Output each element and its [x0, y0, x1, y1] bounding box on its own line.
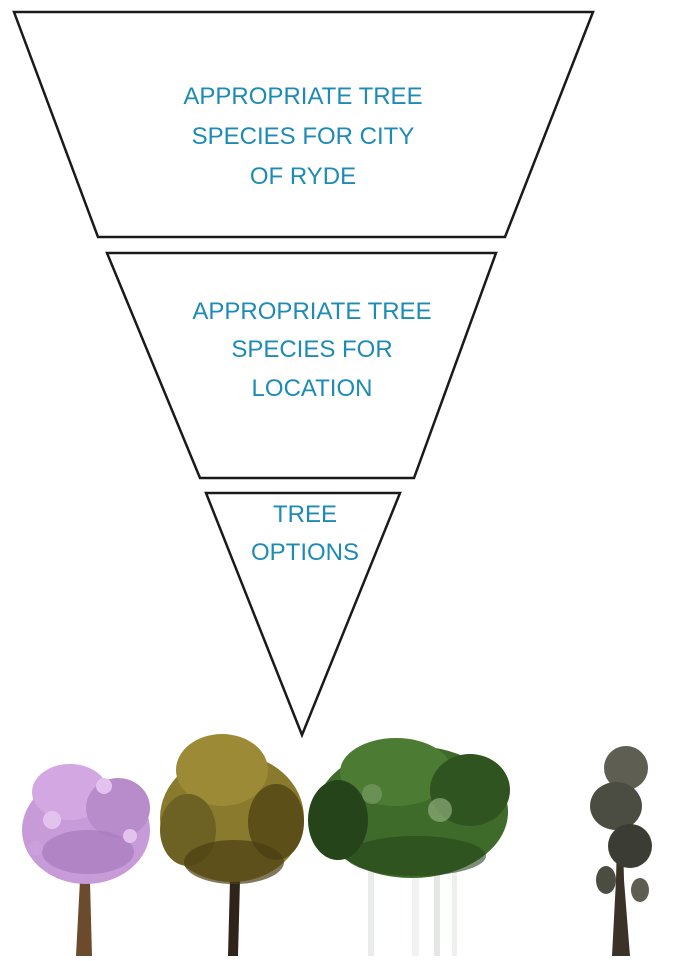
funnel-level-1-line-2: SPECIES FOR CITY [192, 123, 415, 150]
tall-tree-canopy-low [608, 824, 652, 868]
grove-canopy-left [308, 780, 368, 860]
funnel-level-2-shape [105, 251, 498, 480]
grove-trunk [434, 830, 440, 956]
grove-trunk [412, 820, 419, 956]
grove-highlight [428, 798, 452, 822]
funnel-level-2-line-2: SPECIES FOR [231, 336, 392, 363]
grove-trunk [368, 850, 374, 956]
funnel-level-3-line-1: TREE [273, 501, 337, 528]
grove-canopy-shade [346, 836, 486, 876]
jacaranda-blossom [29, 841, 43, 855]
brown-tree-canopy-top [176, 734, 268, 806]
jacaranda-tree [22, 764, 150, 956]
funnel-level-1-shape [12, 10, 595, 239]
brown-tree-canopy-right [248, 784, 304, 860]
tall-eucalyptus-tree [590, 746, 652, 956]
tall-tree-canopy-branch [631, 878, 649, 902]
grove-highlight [362, 784, 382, 804]
jacaranda-canopy-shade [42, 830, 134, 874]
jacaranda-canopy-right [86, 778, 150, 838]
jacaranda-blossom [96, 778, 112, 794]
tree-images [22, 734, 652, 956]
brown-tree-canopy-shade [184, 840, 284, 884]
tall-tree-canopy-branch [596, 866, 616, 894]
funnel-level-2-line-1: APPROPRIATE TREE [192, 298, 431, 325]
funnel-level-3-shape [204, 491, 402, 739]
grove-trunk [452, 840, 457, 956]
funnel-level-2: APPROPRIATE TREE SPECIES FOR LOCATION [105, 251, 498, 480]
tall-tree-trunk [612, 800, 630, 956]
tall-tree-canopy-top [604, 746, 648, 790]
eucalyptus-grove [308, 738, 510, 956]
tall-tree-canopy-mid [590, 782, 642, 830]
jacaranda-blossom [123, 829, 137, 843]
funnel-level-3: TREE OPTIONS [204, 491, 402, 739]
funnel-level-1-line-1: APPROPRIATE TREE [183, 83, 422, 110]
funnel-level-1: APPROPRIATE TREE SPECIES FOR CITY OF RYD… [12, 10, 595, 239]
funnel-level-1-line-3: OF RYDE [250, 163, 356, 190]
funnel-level-2-line-3: LOCATION [252, 375, 373, 402]
jacaranda-blossom [43, 811, 61, 829]
brown-foliage-tree [160, 734, 304, 956]
funnel-level-3-line-2: OPTIONS [251, 539, 359, 566]
